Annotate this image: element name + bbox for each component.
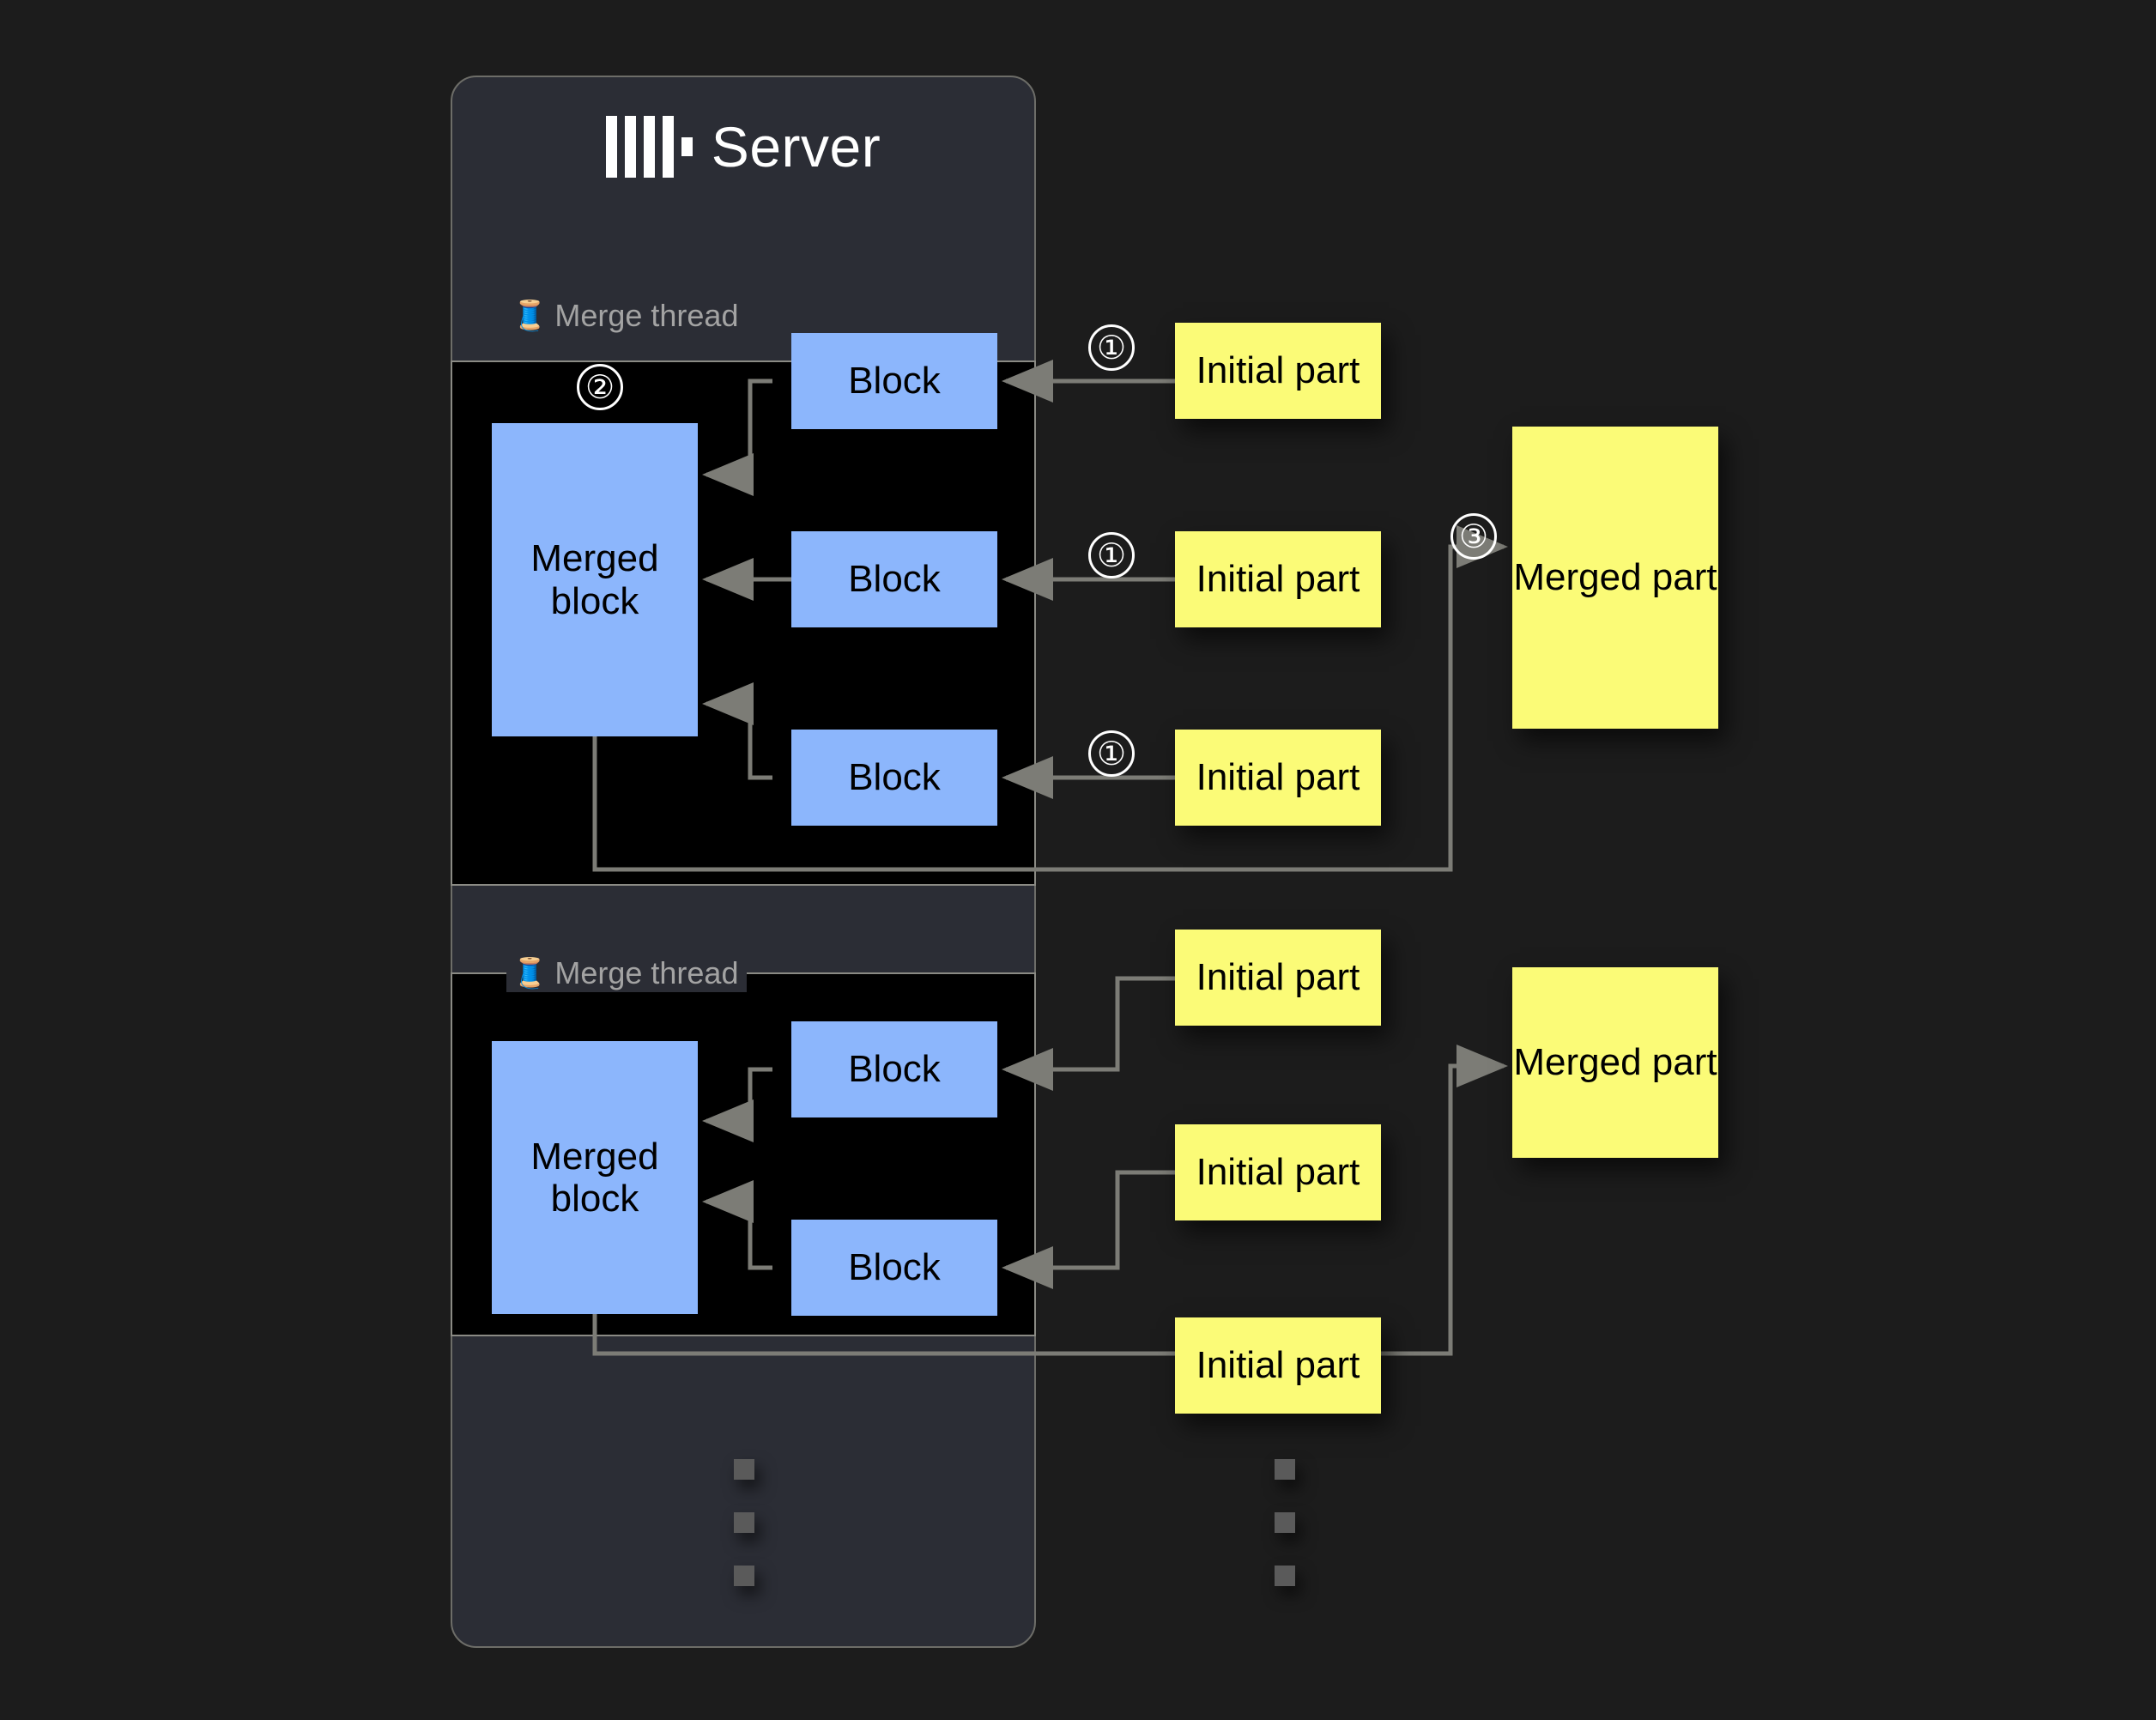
step-marker-1: ① bbox=[1088, 730, 1135, 777]
step-marker-1: ① bbox=[1088, 324, 1135, 371]
merge-thread-label-text: Merge thread bbox=[554, 955, 739, 990]
clickhouse-logo-icon bbox=[605, 116, 693, 178]
block-box: Block bbox=[791, 1021, 997, 1117]
dot bbox=[734, 1459, 754, 1480]
initial-part-box: Initial part bbox=[1175, 531, 1381, 627]
server-title-text: Server bbox=[711, 115, 881, 179]
ellipsis-dots-right bbox=[1275, 1459, 1295, 1586]
merge-thread-label-1: 🧵 Merge thread bbox=[506, 297, 748, 335]
thread-spool-icon: 🧵 bbox=[512, 957, 548, 990]
dot bbox=[734, 1512, 754, 1533]
initial-part-box: Initial part bbox=[1175, 930, 1381, 1026]
merge-thread-label-2: 🧵 Merge thread bbox=[506, 954, 748, 992]
step-marker-2: ② bbox=[577, 364, 623, 410]
server-title: Server bbox=[451, 110, 1036, 184]
step-marker-3: ③ bbox=[1450, 513, 1497, 560]
dot bbox=[1275, 1566, 1295, 1586]
thread-spool-icon: 🧵 bbox=[512, 300, 548, 332]
merged-block-box: Merged block bbox=[492, 423, 698, 736]
merged-block-box: Merged block bbox=[492, 1041, 698, 1314]
dot bbox=[1275, 1512, 1295, 1533]
ellipsis-dots-left bbox=[734, 1459, 754, 1586]
dot bbox=[1275, 1459, 1295, 1480]
initial-part-box: Initial part bbox=[1175, 1124, 1381, 1220]
merged-part-box: Merged part bbox=[1512, 427, 1718, 729]
block-box: Block bbox=[791, 1220, 997, 1316]
block-box: Block bbox=[791, 333, 997, 429]
step-marker-1: ① bbox=[1088, 532, 1135, 578]
initial-part-box: Initial part bbox=[1175, 730, 1381, 826]
merged-part-box: Merged part bbox=[1512, 967, 1718, 1158]
initial-part-box: Initial part bbox=[1175, 323, 1381, 419]
dot bbox=[734, 1566, 754, 1586]
merge-thread-label-text: Merge thread bbox=[554, 298, 739, 333]
block-box: Block bbox=[791, 730, 997, 826]
block-box: Block bbox=[791, 531, 997, 627]
initial-part-box: Initial part bbox=[1175, 1317, 1381, 1414]
